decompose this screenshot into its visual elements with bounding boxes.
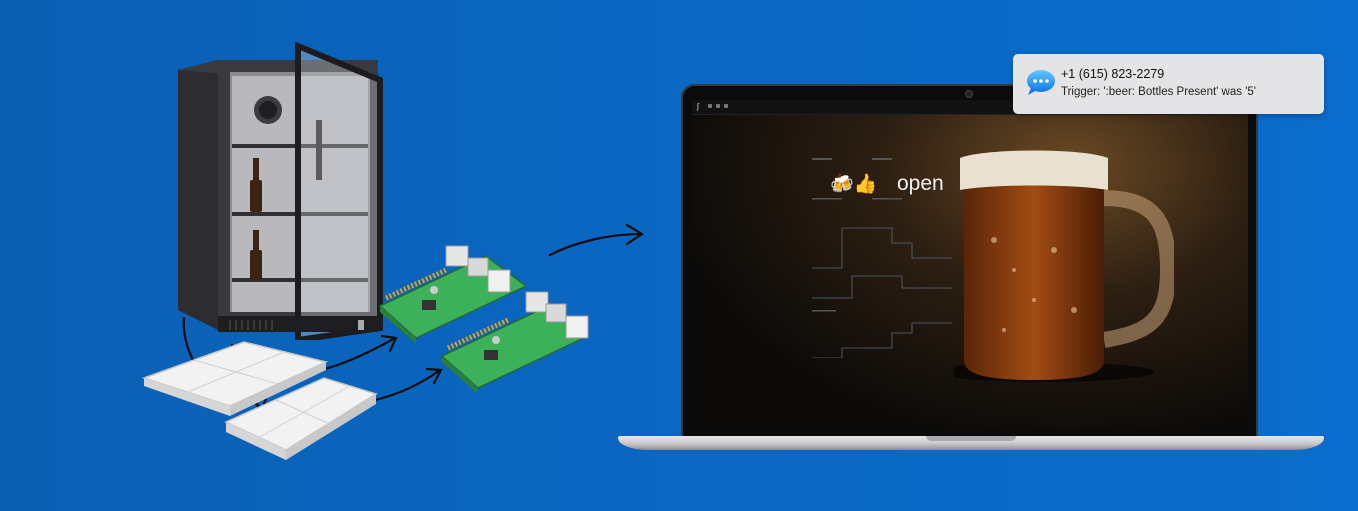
raspberry-pi-boards-illustration xyxy=(378,245,590,394)
mini-fridge-illustration xyxy=(178,41,383,340)
balance-board-right xyxy=(224,377,378,460)
notification-sender: +1 (615) 823-2279 xyxy=(1061,67,1165,81)
app-control-icon[interactable] xyxy=(716,104,720,108)
message-notification[interactable]: +1 (615) 823-2279 Trigger: ':beer: Bottl… xyxy=(1013,54,1324,114)
arrow-pi-to-laptop xyxy=(548,232,642,257)
dashboard-step-charts xyxy=(812,158,952,358)
fridge-status-text: open xyxy=(897,172,944,195)
balance-board-left xyxy=(141,341,329,416)
app-logo-icon: ʃ xyxy=(697,102,699,111)
laptop-screen: ʃ 🍻👍 open xyxy=(692,100,1248,430)
camera-icon xyxy=(966,91,972,97)
raspberry-pi-board-2 xyxy=(440,291,590,394)
beer-mug-image xyxy=(954,150,1174,382)
messages-bubble-icon xyxy=(1027,70,1055,95)
app-control-icon[interactable] xyxy=(724,104,728,108)
app-control-icon[interactable] xyxy=(708,104,712,108)
status-emoji: 🍻👍 xyxy=(830,174,878,195)
balance-boards-illustration xyxy=(141,341,378,460)
laptop-base xyxy=(618,436,1324,450)
laptop-hinge-notch xyxy=(926,436,1016,441)
notification-message: Trigger: ':beer: Bottles Present' was '5… xyxy=(1061,86,1256,98)
